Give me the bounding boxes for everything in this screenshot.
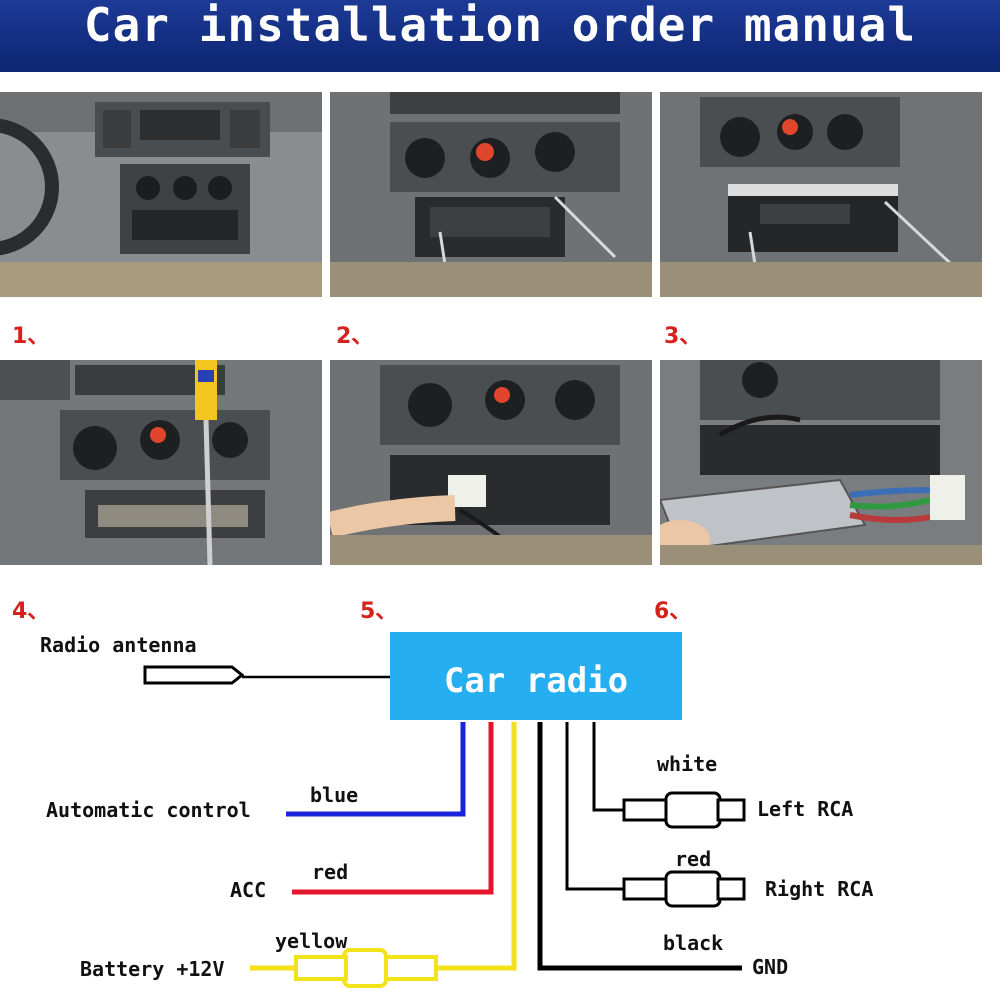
- left-rca-label: Left RCA: [757, 797, 854, 821]
- step-6-number: 6、: [654, 599, 692, 624]
- step-5-number: 5、: [360, 599, 398, 624]
- wire-yellow: [430, 722, 517, 971]
- fuse-connector-icon: [294, 948, 438, 988]
- wiring-diagram: [143, 665, 746, 988]
- white-wire-label: white: [657, 752, 718, 776]
- right-rca-plug-icon: [622, 870, 746, 908]
- step-3-photo: [660, 92, 982, 297]
- step-6-photo: [660, 360, 982, 565]
- radio-antenna-label: Radio antenna: [40, 633, 197, 657]
- right-red-wire-label: red: [675, 847, 712, 871]
- right-rca-label: Right RCA: [765, 877, 874, 901]
- title-banner: [0, 0, 1000, 72]
- page-title: Car installation order manual: [83, 0, 917, 52]
- battery-label: Battery +12V: [80, 957, 225, 981]
- yellow-wire-label: yellow: [275, 929, 348, 953]
- left-rca-plug-icon: [622, 791, 746, 829]
- car-radio-label: Car radio: [443, 661, 629, 701]
- wire-red: [292, 722, 494, 895]
- acc-label: ACC: [230, 878, 267, 902]
- step-5-photo: [330, 360, 652, 565]
- car-radio-box: Car radio: [390, 632, 682, 720]
- step-4-number: 4、: [12, 599, 50, 624]
- step-3-number: 3、: [664, 324, 702, 349]
- step-2-photo: [330, 92, 652, 297]
- step-1-photo: [0, 92, 322, 297]
- wire-black: [537, 722, 742, 971]
- automatic-control-label: Automatic control: [46, 798, 251, 822]
- wire-blue: [286, 722, 466, 817]
- red-wire-label: red: [312, 860, 349, 884]
- step-2-number: 2、: [336, 324, 374, 349]
- antenna-connector-icon: [143, 665, 390, 685]
- blue-wire-label: blue: [310, 783, 359, 807]
- step-1-number: 1、: [12, 324, 50, 349]
- step-4-photo: [0, 360, 322, 565]
- gnd-label: GND: [752, 955, 789, 979]
- black-wire-label: black: [663, 931, 724, 955]
